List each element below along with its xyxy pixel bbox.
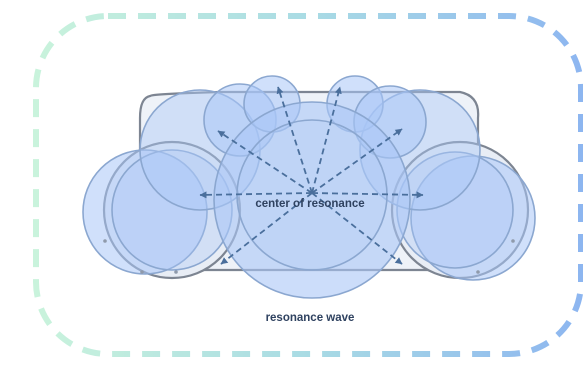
bubble-left-outer	[82, 149, 208, 275]
arrow-down-right	[311, 192, 403, 265]
resonance-arrows	[199, 86, 424, 265]
bubble-center-inner	[236, 119, 388, 271]
arrow-up-left-steep	[276, 86, 313, 194]
bubble-center	[213, 101, 411, 299]
arrow-right	[311, 191, 424, 199]
arrow-left	[199, 191, 313, 199]
wave-label: resonance wave	[266, 312, 355, 324]
arrow-up-right-steep	[311, 86, 342, 194]
device-dots	[103, 239, 515, 274]
arrow-up-right	[311, 128, 403, 194]
dashed-frame	[33, 13, 583, 357]
bubble-right-outer	[410, 155, 536, 281]
resonance-bubbles	[82, 75, 536, 299]
arrow-up-left	[217, 130, 313, 194]
center-label: center of resonance	[255, 198, 364, 210]
